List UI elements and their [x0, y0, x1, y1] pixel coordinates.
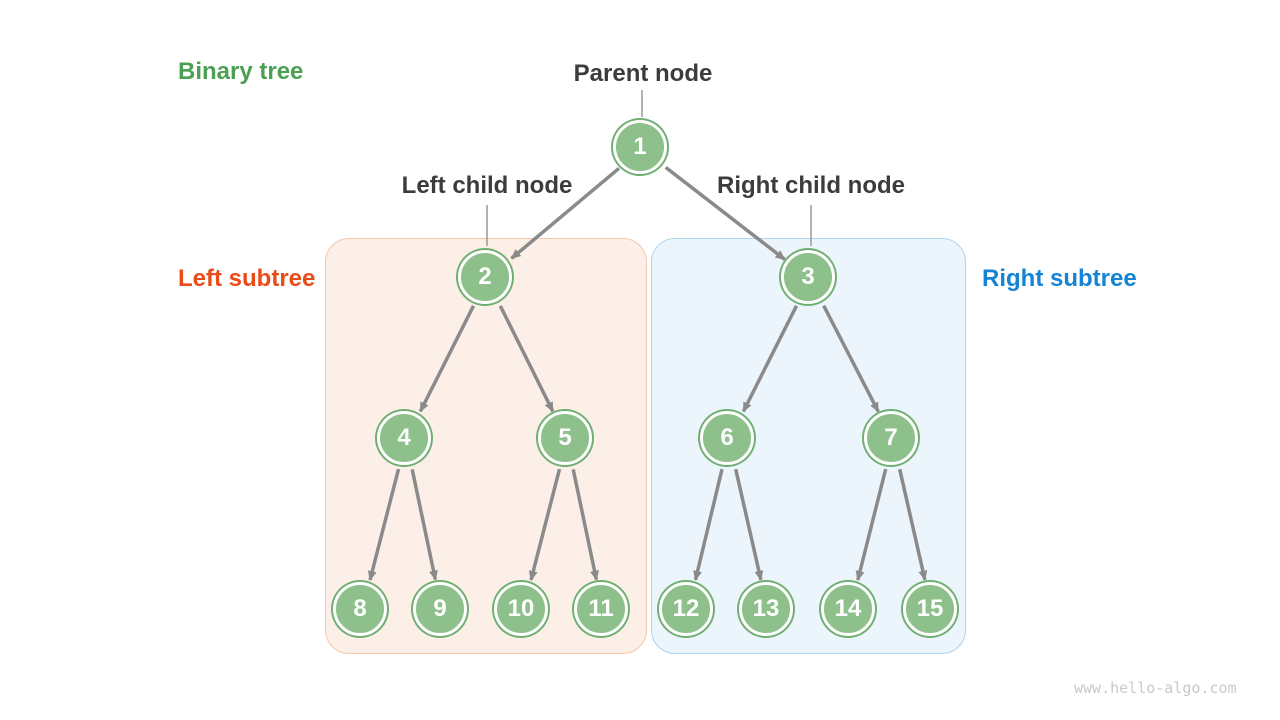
- tree-node-3: 3: [781, 250, 835, 304]
- left-subtree-label: Left subtree: [178, 265, 316, 292]
- watermark: www.hello-algo.com: [1074, 679, 1237, 697]
- parent-node-label: Parent node: [573, 60, 713, 87]
- tree-node-1: 1: [613, 120, 667, 174]
- tree-node-14: 14: [821, 582, 875, 636]
- tree-node-5: 5: [538, 411, 592, 465]
- tree-node-8: 8: [333, 582, 387, 636]
- tree-node-15: 15: [903, 582, 957, 636]
- tree-node-11: 11: [574, 582, 628, 636]
- right-subtree-label: Right subtree: [982, 265, 1137, 292]
- right-child-node-label: Right child node: [717, 172, 905, 199]
- tree-node-2: 2: [458, 250, 512, 304]
- tree-node-12: 12: [659, 582, 713, 636]
- tree-node-10: 10: [494, 582, 548, 636]
- tree-node-4: 4: [377, 411, 431, 465]
- tree-node-6: 6: [700, 411, 754, 465]
- tree-node-7: 7: [864, 411, 918, 465]
- left-child-node-label: Left child node: [401, 172, 573, 199]
- diagram-title: Binary tree: [178, 58, 304, 85]
- tree-node-13: 13: [739, 582, 793, 636]
- tree-node-9: 9: [413, 582, 467, 636]
